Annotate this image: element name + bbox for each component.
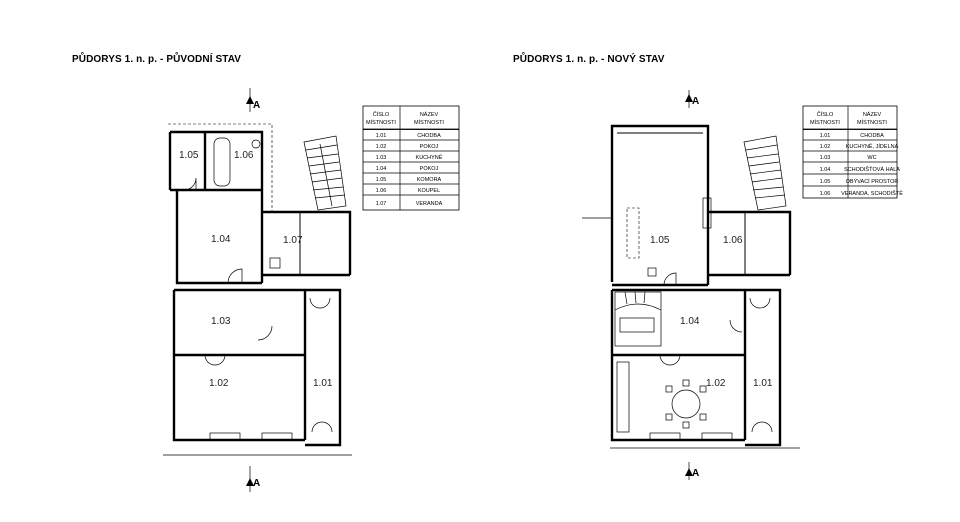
door-icon bbox=[749, 297, 771, 309]
room-label-1-06: 1.06 bbox=[234, 150, 254, 161]
right-table-row-number: 1.05 bbox=[820, 179, 831, 185]
left-table-header-name-1: NÁZEV bbox=[420, 111, 439, 118]
left-table-row-number: 1.04 bbox=[376, 166, 387, 172]
right-stairs-upper bbox=[743, 135, 787, 211]
room-label-1-04: 1.04 bbox=[680, 316, 700, 327]
room-label-1-02: 1.02 bbox=[706, 378, 726, 389]
left-floor-plan: A A bbox=[163, 88, 352, 492]
door-icon bbox=[311, 421, 333, 433]
left-table-row-number: 1.01 bbox=[376, 133, 387, 139]
right-table-header-name-1: NÁZEV bbox=[863, 111, 882, 118]
right-section-label-top: A bbox=[692, 96, 699, 107]
right-outer-walls bbox=[610, 124, 792, 447]
door-icon bbox=[204, 354, 226, 366]
window-icon bbox=[209, 432, 241, 441]
door-icon bbox=[659, 354, 681, 366]
left-table-row-name: KOMORA bbox=[417, 177, 442, 183]
door-icon bbox=[257, 325, 273, 341]
left-table-row-name: KOUPEL bbox=[418, 188, 440, 194]
room-label-1-05: 1.05 bbox=[650, 235, 670, 246]
left-section-label-bottom: A bbox=[253, 478, 260, 489]
right-table-row-number: 1.01 bbox=[820, 133, 831, 139]
right-table-row-name: OBÝVACÍ PROSTOR bbox=[846, 178, 899, 185]
left-table-row-number: 1.07 bbox=[376, 201, 387, 207]
door-icon bbox=[227, 268, 243, 284]
right-table-row-number: 1.02 bbox=[820, 144, 831, 150]
right-plan-title: PŮDORYS 1. n. p. - NOVÝ STAV bbox=[513, 54, 665, 65]
left-section-marker-top: A bbox=[246, 88, 260, 112]
left-table-header-number-1: ČÍSLO bbox=[373, 111, 390, 118]
left-table-row-number: 1.06 bbox=[376, 188, 387, 194]
right-table-header-number-2: MÍSTNOSTI bbox=[810, 119, 840, 126]
kitchen-island-icon bbox=[626, 207, 640, 259]
left-table-row-name: POKOJ bbox=[420, 144, 439, 150]
right-table-row-name: WC bbox=[867, 155, 876, 161]
right-table-row-name: KUCHYNĚ, JÍDELNA bbox=[846, 142, 899, 150]
kitchen-counter-icon bbox=[616, 361, 630, 433]
right-table-row-name: VERANDA, SCHODIŠTĚ bbox=[841, 189, 903, 197]
left-table-row-name: VERANDA bbox=[416, 201, 443, 207]
right-table-row-name: CHODBA bbox=[860, 133, 884, 139]
stove-icon bbox=[269, 257, 281, 269]
right-stairs-hall bbox=[614, 291, 662, 347]
room-label-1-07: 1.07 bbox=[283, 235, 303, 246]
room-label-1-01: 1.01 bbox=[313, 378, 333, 389]
dining-table-icon bbox=[665, 379, 707, 429]
room-label-1-01: 1.01 bbox=[753, 378, 773, 389]
right-section-marker-top: A bbox=[685, 90, 699, 108]
right-section-label-bottom: A bbox=[692, 468, 699, 479]
window-icon bbox=[649, 432, 681, 441]
left-stairs bbox=[303, 135, 347, 211]
room-label-1-04: 1.04 bbox=[211, 234, 231, 245]
left-table-header-number-2: MÍSTNOSTI bbox=[366, 119, 396, 126]
left-table-row-number: 1.03 bbox=[376, 155, 387, 161]
door-icon bbox=[309, 297, 331, 309]
right-floor-plan: A A bbox=[582, 90, 800, 480]
right-table-header-name-2: MÍSTNOSTI bbox=[857, 119, 887, 126]
room-label-1-05: 1.05 bbox=[179, 150, 199, 161]
window-icon bbox=[701, 432, 733, 441]
right-table-row-number: 1.04 bbox=[820, 167, 831, 173]
left-outer-walls bbox=[168, 130, 352, 447]
left-table-row-number: 1.05 bbox=[376, 177, 387, 183]
left-section-marker-bottom: A bbox=[246, 466, 260, 492]
right-table-row-name: SCHODIŠŤOVÁ HALA bbox=[844, 165, 900, 173]
left-table-row-number: 1.02 bbox=[376, 144, 387, 150]
room-label-1-06: 1.06 bbox=[723, 235, 743, 246]
door-icon bbox=[663, 272, 677, 286]
left-table-header-name-2: MÍSTNOSTI bbox=[414, 119, 444, 126]
right-table-row-number: 1.03 bbox=[820, 155, 831, 161]
bathtub-icon bbox=[213, 137, 231, 187]
left-room-table: ČÍSLO MÍSTNOSTI NÁZEV MÍSTNOSTI 1.01 CHO… bbox=[362, 105, 460, 211]
left-table-row-name: CHODBA bbox=[417, 133, 441, 139]
room-label-1-03: 1.03 bbox=[211, 316, 231, 327]
left-table-row-name: KUCHYNĚ bbox=[416, 153, 443, 161]
room-label-1-02: 1.02 bbox=[209, 378, 229, 389]
right-room-table: ČÍSLO MÍSTNOSTI NÁZEV MÍSTNOSTI 1.01 CHO… bbox=[802, 105, 903, 199]
fireplace-icon bbox=[702, 197, 712, 229]
left-section-label-top: A bbox=[253, 100, 260, 111]
washbasin-icon bbox=[251, 139, 261, 149]
door-icon bbox=[751, 421, 773, 433]
right-table-row-number: 1.06 bbox=[820, 191, 831, 197]
door-icon bbox=[183, 177, 197, 191]
left-plan-title: PŮDORYS 1. n. p. - PŮVODNÍ STAV bbox=[72, 54, 242, 65]
socket-icon bbox=[647, 267, 657, 277]
left-table-row-name: POKOJ bbox=[420, 166, 439, 172]
window-icon bbox=[261, 432, 293, 441]
door-icon bbox=[729, 319, 743, 333]
right-table-header-number-1: ČÍSLO bbox=[817, 111, 834, 118]
right-section-marker-bottom: A bbox=[685, 462, 699, 480]
